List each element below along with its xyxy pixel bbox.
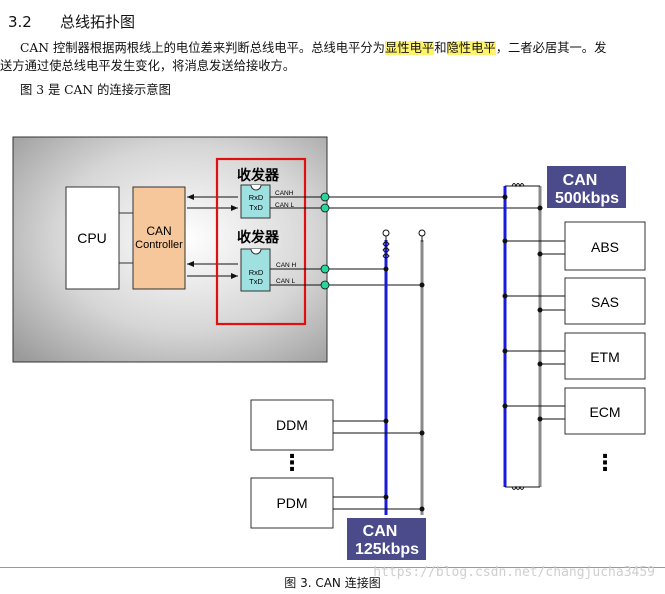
node-ddm-label: DDM (276, 417, 308, 433)
section-heading: 3.2 总线拓扑图 (8, 11, 135, 32)
transceiver-highlight (215, 157, 307, 326)
transceiver-chip-2 (240, 248, 271, 292)
transceiver-label-1: 收发器 (237, 167, 280, 183)
node-pdm-box (250, 477, 334, 529)
node-etm-label: ETM (590, 349, 620, 365)
right-ellipsis: ⋮ (594, 450, 616, 475)
rxd-label-1: RxD (249, 193, 264, 202)
figure-divider (0, 567, 665, 568)
section-title: 总线拓扑图 (60, 13, 136, 31)
node-ecm-box (564, 387, 646, 435)
node-abs-box (564, 221, 646, 271)
node-ddm-box (250, 399, 334, 451)
cpu-box (65, 186, 120, 290)
node-pdm-label: PDM (276, 495, 307, 511)
txd-label-2: TxD (249, 277, 263, 286)
right-node-wires (505, 240, 565, 420)
intro-caption: 图 3 是 CAN 的连接示意图 (20, 83, 171, 97)
recessive-level-highlight: 隐性电平 (446, 41, 496, 55)
terminal-can-h-slow (320, 264, 330, 274)
node-abs-label: ABS (591, 239, 619, 255)
can-controller-label-2: Controller (135, 239, 183, 251)
terminal-can-h-fast (320, 192, 330, 202)
left-ellipsis: ⋮ (281, 450, 303, 475)
terminal-can-l-fast (320, 203, 330, 213)
node-etm-box (564, 332, 646, 380)
can-l-label-1: CAN L (275, 202, 295, 209)
transceiver-label-2: 收发器 (237, 229, 280, 245)
can-h-label-1: CANH (275, 190, 294, 197)
cpu-label: CPU (77, 230, 107, 246)
can-controller-box (132, 186, 186, 290)
bus-fast-label-2: 500kbps (555, 190, 619, 207)
can-l-label-2: CAN L (276, 278, 296, 285)
bus-fast-label-box (547, 166, 626, 208)
bus-slow-label-box (347, 518, 426, 560)
can-h-label-2: CAN H (276, 262, 297, 269)
terminal-can-l-slow (320, 280, 330, 290)
node-sas-label: SAS (591, 294, 619, 310)
rxd-label-2: RxD (249, 268, 264, 277)
section-number: 3.2 (8, 13, 32, 31)
can-controller-label-1: CAN (146, 224, 171, 238)
body-paragraph: CAN 控制器根据两根线上的电位差来判断总线电平。总线电平分为显性电平和隐性电平… (0, 39, 660, 75)
txd-label-1: TxD (249, 203, 263, 212)
paragraph-text: CAN 控制器根据两根线上的电位差来判断总线电平。总线电平分为 (20, 41, 385, 55)
paragraph-text-end: ，二者必居其一。发 (495, 41, 607, 55)
node-ecm-label: ECM (589, 404, 620, 420)
figure-caption: 图 3. CAN 连接图 (284, 576, 381, 590)
node-sas-box (564, 277, 646, 325)
bus-fast-label-1: CAN (563, 172, 598, 189)
paragraph-line-2: 送方通过使总线电平发生变化，将消息发送给接收方。 (0, 59, 296, 73)
bus-slow-label-1: CAN (363, 523, 398, 540)
bus-slow-label-2: 125kbps (355, 541, 419, 558)
transceiver-chip-1 (240, 184, 271, 219)
paragraph-and: 和 (434, 41, 447, 55)
dominant-level-highlight: 显性电平 (384, 41, 435, 55)
watermark: https://blog.csdn.net/changjucha3459 (373, 565, 655, 580)
